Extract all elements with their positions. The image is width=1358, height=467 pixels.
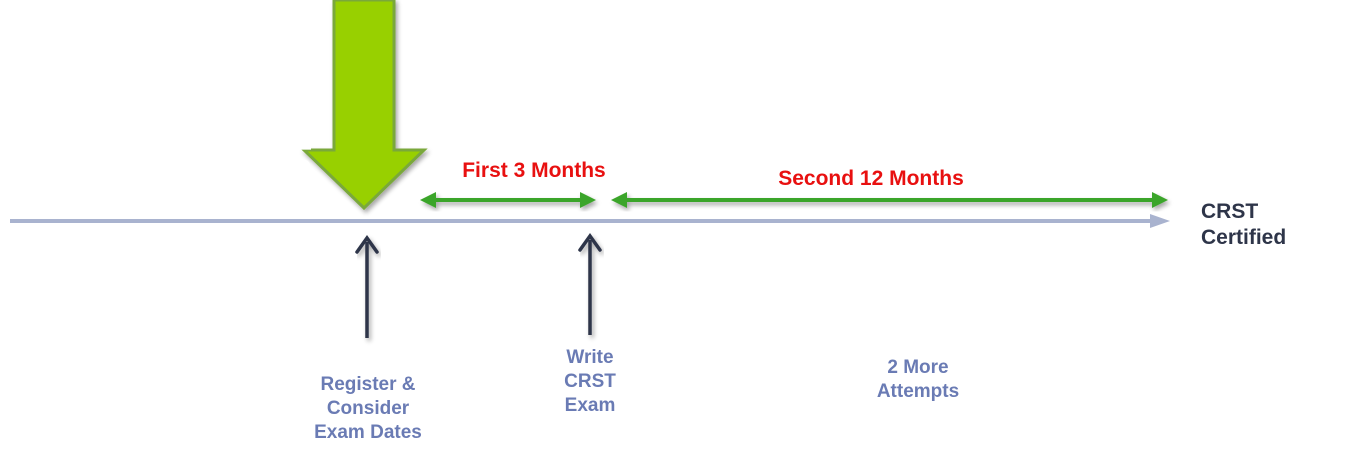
first-interval-label: First 3 Months: [452, 158, 616, 184]
write-exam-label: Write CRST Exam: [544, 346, 636, 417]
more-attempts-line2: Attempts: [876, 380, 960, 402]
approved-down-arrow: [300, 0, 428, 211]
register-label: Register & Consider Exam Dates: [298, 373, 438, 444]
second-interval-label: Second 12 Months: [760, 166, 982, 192]
end-label-line1: CRST: [1201, 200, 1259, 223]
register-line2: Consider: [326, 397, 410, 419]
second-interval-text: Second 12 Months: [778, 167, 964, 190]
more-attempts-label: 2 More Attempts: [858, 356, 978, 404]
register-line1: Register &: [320, 374, 416, 395]
write-exam-line2: CRST: [564, 370, 616, 392]
timeline-axis: [10, 214, 1170, 228]
end-label-line2: Certified: [1201, 226, 1287, 250]
more-attempts-line1: 2 More: [887, 357, 949, 378]
write-exam-line1: Write: [566, 347, 614, 368]
first-interval-arrow: [420, 192, 596, 208]
write-exam-line3: Exam: [564, 394, 616, 416]
register-line3: Exam Dates: [314, 421, 422, 443]
end-label: CRST Certified: [1201, 199, 1311, 252]
register-pointer-arrow: [355, 234, 379, 338]
second-interval-arrow: [611, 192, 1168, 208]
approved-label: Approved ?: [286, 30, 316, 175]
write-exam-pointer-arrow: [578, 232, 602, 335]
first-interval-text: First 3 Months: [462, 159, 606, 182]
